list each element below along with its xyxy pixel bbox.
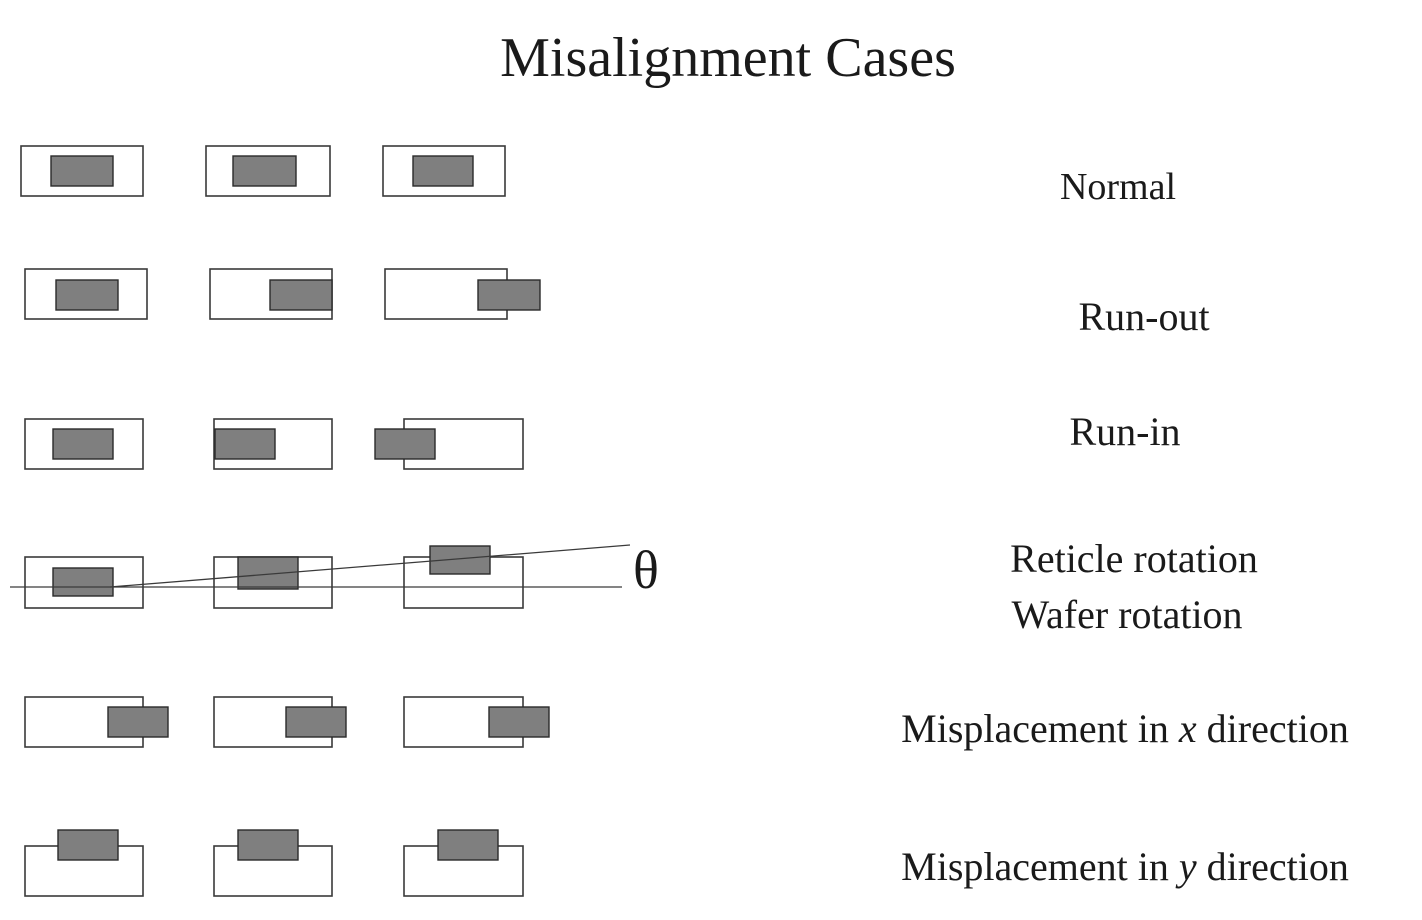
die xyxy=(477,279,541,311)
label-variable: y xyxy=(1175,844,1197,889)
die xyxy=(55,279,119,311)
row-label-misplacement-x: Misplacement in x direction xyxy=(901,706,1349,751)
die xyxy=(412,155,474,187)
die xyxy=(285,706,347,738)
rotated-line xyxy=(109,544,631,588)
die xyxy=(57,829,119,861)
label-suffix: direction xyxy=(1197,844,1349,889)
die xyxy=(269,279,333,311)
row-run-in: Run-in xyxy=(24,409,1181,470)
row-rotation: θ Reticle rotation Wafer rotation xyxy=(10,536,1258,637)
row-misplacement-x: Misplacement in x direction xyxy=(24,696,1349,751)
row-label-run-in: Run-in xyxy=(1069,409,1180,454)
row-misplacement-y: Misplacement in y direction xyxy=(24,829,1349,897)
die xyxy=(232,155,297,187)
die xyxy=(237,829,299,861)
row-run-out: Run-out xyxy=(24,268,1210,339)
row-label-reticle-rotation: Reticle rotation xyxy=(1010,536,1258,581)
die xyxy=(50,155,114,187)
label-suffix: direction xyxy=(1197,706,1349,751)
die xyxy=(214,428,276,460)
row-label-normal: Normal xyxy=(1060,166,1176,208)
diagram-title: Misalignment Cases xyxy=(500,27,956,89)
die xyxy=(488,706,550,738)
die xyxy=(107,706,169,738)
label-prefix: Misplacement in xyxy=(901,706,1179,751)
row-normal: Normal xyxy=(20,145,1176,208)
theta-symbol: θ xyxy=(633,540,659,600)
die xyxy=(374,428,436,460)
row-label-run-out: Run-out xyxy=(1078,294,1209,339)
die xyxy=(52,567,114,597)
die xyxy=(52,428,114,460)
row-label-misplacement-y: Misplacement in y direction xyxy=(901,844,1349,889)
label-prefix: Misplacement in xyxy=(901,844,1179,889)
row-label-wafer-rotation: Wafer rotation xyxy=(1011,592,1242,637)
label-variable: x xyxy=(1178,706,1197,751)
die xyxy=(437,829,499,861)
